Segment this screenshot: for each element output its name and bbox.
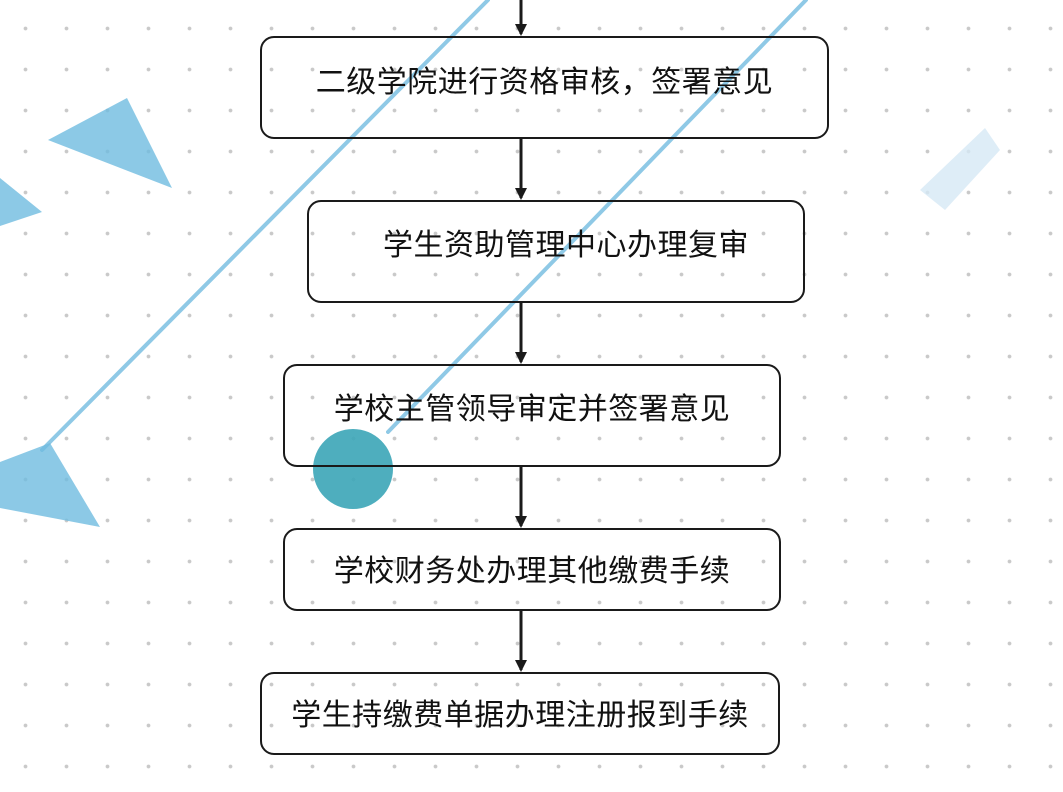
diagonal-line-right <box>386 0 808 434</box>
diagonal-line-left <box>40 0 490 452</box>
flow-step-leader-approval: 学校主管领导审定并签署意见 <box>283 364 781 467</box>
triangle-top-left <box>48 98 172 188</box>
teal-circle <box>313 429 393 509</box>
flow-step-registration: 学生持缴费单据办理注册报到手续 <box>260 672 780 755</box>
step-label: 学生资助管理中心办理复审 <box>383 228 749 263</box>
blurred-shape-right <box>920 128 1000 210</box>
step-label: 学校财务处办理其他缴费手续 <box>333 554 731 589</box>
flow-step-aid-center-recheck: 学生资助管理中心办理复审 <box>307 200 805 303</box>
step-label: 学生持缴费单据办理注册报到手续 <box>291 698 749 733</box>
triangle-bottom-left <box>0 443 100 527</box>
step-label: 二级学院进行资格审核，签署意见 <box>315 65 774 100</box>
triangle-left-edge <box>0 178 42 226</box>
flow-step-college-review: 二级学院进行资格审核，签署意见 <box>260 36 829 139</box>
flow-step-finance-office: 学校财务处办理其他缴费手续 <box>283 528 781 611</box>
step-label: 学校主管领导审定并签署意见 <box>333 392 731 427</box>
